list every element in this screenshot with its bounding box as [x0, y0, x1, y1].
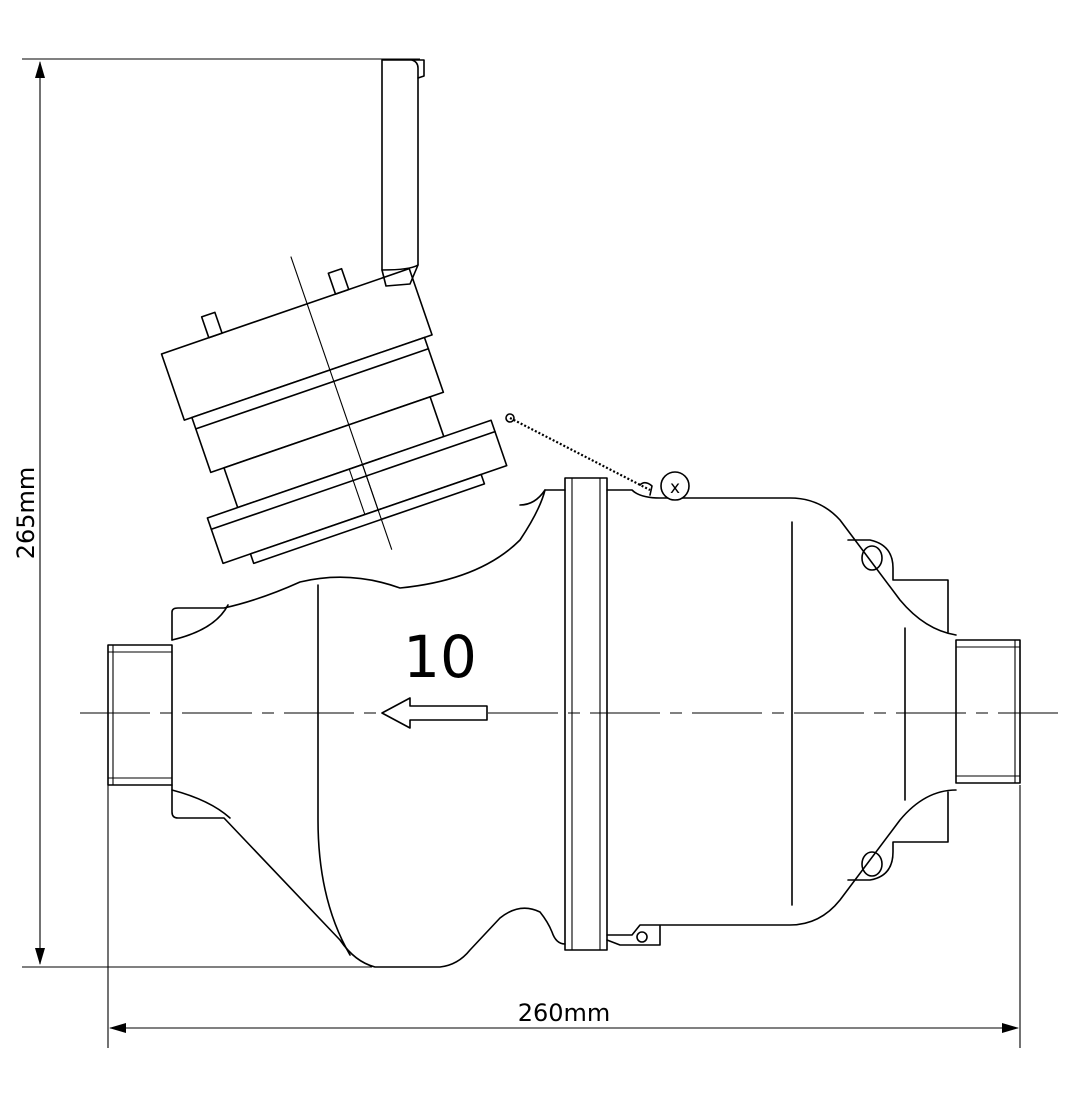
seal-mark: x	[670, 478, 680, 498]
right-thread-connection	[955, 639, 1021, 784]
seal-assembly: x	[505, 413, 690, 501]
width-dimension: 260mm	[107, 785, 1021, 1048]
pulse-output-mast	[381, 59, 425, 287]
bottom-mounting-lug	[847, 791, 949, 881]
height-arrow-bottom-icon	[35, 948, 45, 965]
seal-icon	[660, 471, 690, 501]
middle-flange	[564, 477, 608, 951]
flow-direction-arrow-icon	[381, 697, 488, 729]
width-dimension-label: 260mm	[518, 999, 611, 1027]
width-arrow-right-icon	[1002, 1023, 1019, 1033]
register-head	[160, 256, 508, 565]
left-body-housing	[171, 489, 566, 968]
right-body-housing	[606, 489, 957, 946]
size-marking: 10	[403, 623, 477, 691]
height-dimension: 265mm	[12, 58, 420, 968]
height-arrow-top-icon	[35, 61, 45, 78]
height-dimension-label: 265mm	[12, 467, 40, 560]
width-arrow-left-icon	[109, 1023, 126, 1033]
top-mounting-lug	[847, 539, 949, 633]
left-thread-connection	[107, 644, 173, 786]
